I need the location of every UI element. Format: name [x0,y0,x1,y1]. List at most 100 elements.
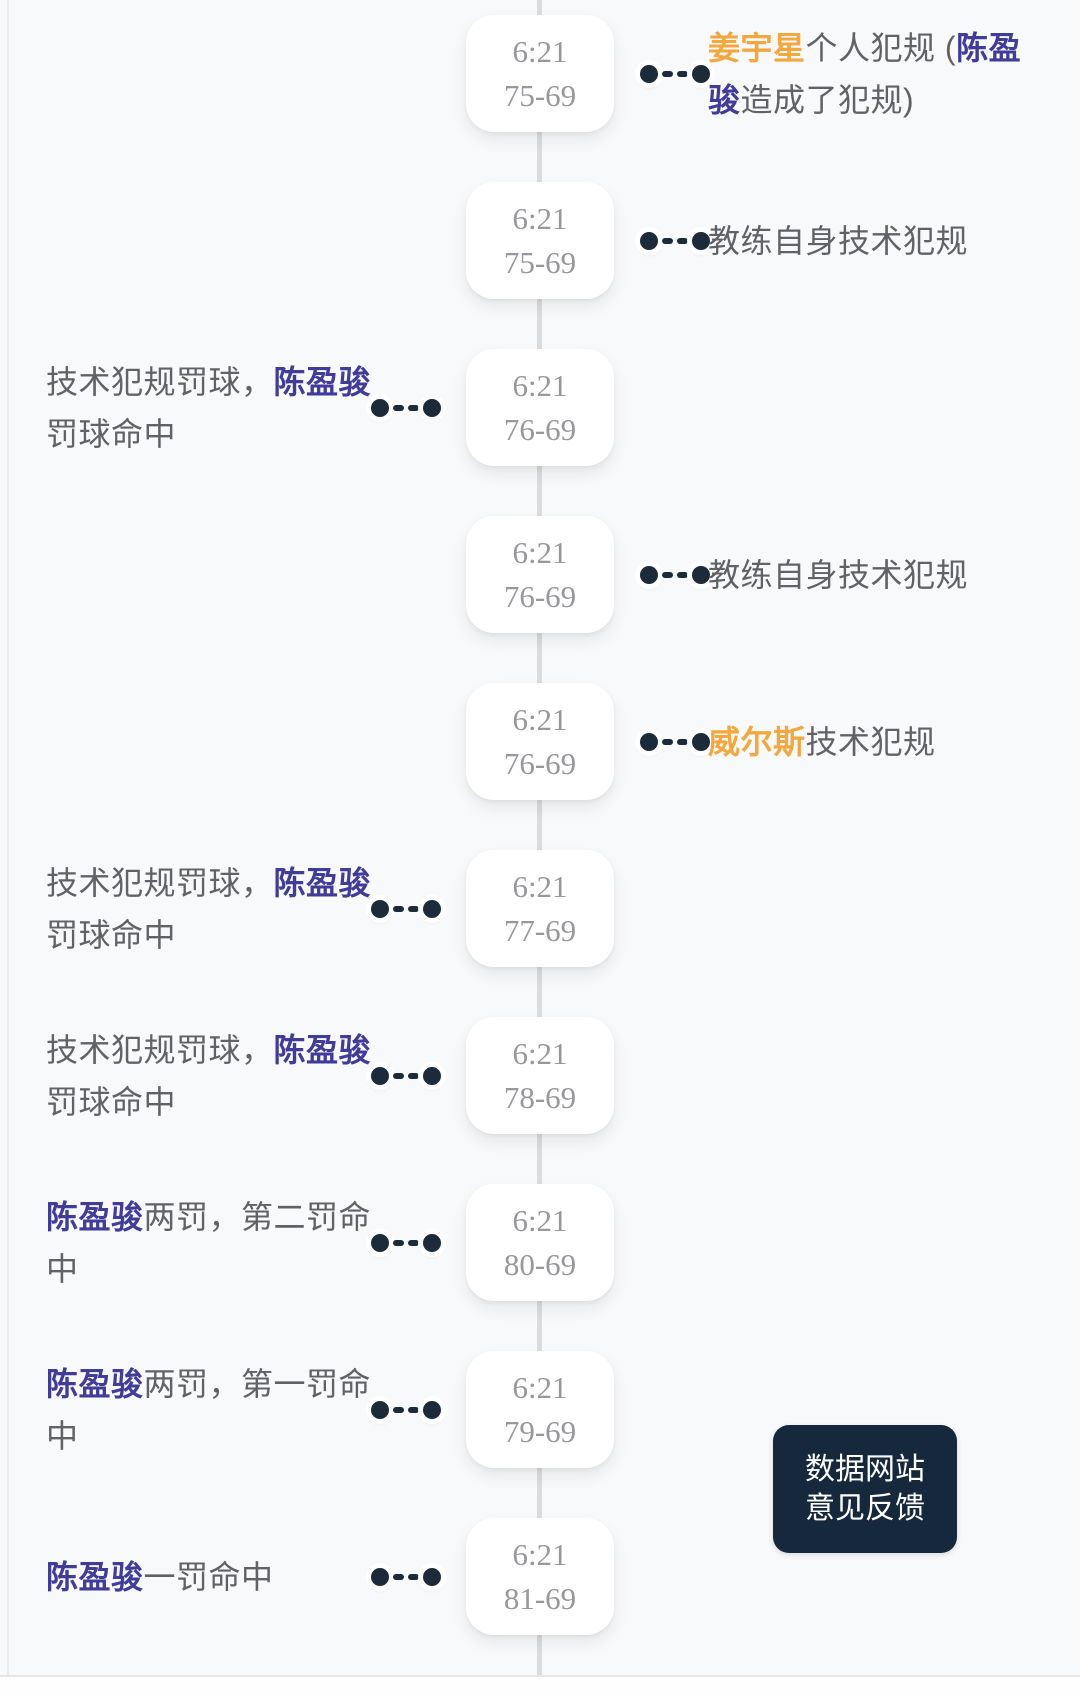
event-score: 81-69 [503,1580,577,1616]
dot-icon [640,231,658,250]
feedback-widget[interactable]: 数据网站 意见反馈 [773,1425,957,1553]
event-description: 教练自身技术犯规 [708,549,1028,601]
dash-icon [408,905,419,912]
event-time: 6:21 [512,33,568,69]
dot-icon [640,565,658,584]
player-name: 陈盈骏 [46,1198,144,1235]
time-score-card: 6:21 77-69 [466,850,614,967]
dot-icon [371,1066,389,1085]
player-name: 陈盈骏 [708,29,1022,118]
dot-icon [692,565,710,584]
dash-icon [393,1072,404,1079]
connector-dots [371,398,441,417]
connector-dots [640,565,710,584]
dash-icon [393,1573,404,1580]
event-text-segment: 两罚，第一罚命中 [46,1365,372,1454]
time-score-card: 6:21 80-69 [466,1184,614,1301]
event-score: 75-69 [503,77,577,113]
timeline-event: 陈盈骏一罚命中 6:21 81-69 [0,1518,1080,1635]
event-time: 6:21 [512,200,568,236]
event-description: 姜宇星个人犯规 (陈盈骏造成了犯规) [708,22,1028,126]
dot-icon [640,64,658,83]
event-text-segment: 技术犯规罚球， [46,864,274,901]
dash-icon [393,905,404,912]
dot-icon [371,398,389,417]
dash-icon [677,70,688,77]
event-time: 6:21 [512,534,568,570]
dash-icon [393,404,404,411]
dot-icon [423,1400,441,1419]
player-name: 陈盈骏 [273,864,372,901]
timeline-event: 6:21 75-69 姜宇星个人犯规 (陈盈骏造成了犯规) [0,15,1080,132]
event-text-segment: 教练自身技术犯规 [708,222,969,259]
timeline-event: 技术犯规罚球，陈盈骏罚球命中 6:21 76-69 [0,349,1080,466]
connector-dots [371,899,441,918]
timeline-event: 6:21 75-69 教练自身技术犯规 [0,182,1080,299]
event-description: 陈盈骏两罚，第一罚命中 [46,1358,378,1462]
bottom-strip [0,1677,1080,1694]
event-text-segment: 两罚，第二罚命中 [46,1198,372,1287]
event-score: 75-69 [503,244,577,280]
player-name: 陈盈骏 [46,1365,144,1402]
time-score-card: 6:21 79-69 [466,1351,614,1468]
event-time: 6:21 [512,1369,568,1405]
connector-dots [640,732,710,751]
connector-dots [371,1233,441,1252]
bottom-divider [0,1675,1080,1677]
player-name: 陈盈骏 [273,1031,372,1068]
data-website-link[interactable]: 数据网站 [805,1452,925,1486]
dash-icon [662,738,673,745]
dash-icon [408,1406,419,1413]
feedback-link[interactable]: 意见反馈 [805,1491,925,1525]
connector-dots [371,1066,441,1085]
event-time: 6:21 [512,367,568,403]
dot-icon [423,398,441,417]
event-score: 77-69 [503,912,577,948]
event-description: 技术犯规罚球，陈盈骏罚球命中 [46,356,378,460]
event-text-segment: 造成了犯规) [740,81,915,118]
timeline-event: 6:21 76-69 教练自身技术犯规 [0,516,1080,633]
event-description: 陈盈骏一罚命中 [46,1551,378,1603]
event-time: 6:21 [512,1035,568,1071]
event-score: 78-69 [503,1079,577,1115]
dash-icon [662,70,673,77]
time-score-card: 6:21 75-69 [466,182,614,299]
dot-icon [423,899,441,918]
event-description: 教练自身技术犯规 [708,215,1028,267]
dash-icon [408,404,419,411]
event-text-segment: 罚球命中 [46,916,177,953]
dash-icon [408,1072,419,1079]
dot-icon [423,1066,441,1085]
timeline-event: 6:21 76-69 威尔斯技术犯规 [0,683,1080,800]
player-name: 陈盈骏 [273,363,372,400]
dash-icon [408,1573,419,1580]
event-text-segment: 教练自身技术犯规 [708,556,969,593]
timeline-event: 陈盈骏两罚，第一罚命中 6:21 79-69 [0,1351,1080,1468]
dash-icon [677,571,688,578]
timeline-line [537,0,542,1677]
event-time: 6:21 [512,1202,568,1238]
dot-icon [692,732,710,751]
event-time: 6:21 [512,1536,568,1572]
event-time: 6:21 [512,701,568,737]
time-score-card: 6:21 78-69 [466,1017,614,1134]
dash-icon [662,571,673,578]
connector-dots [371,1567,441,1586]
time-score-card: 6:21 81-69 [466,1518,614,1635]
time-score-card: 6:21 76-69 [466,349,614,466]
dot-icon [371,899,389,918]
event-description: 技术犯规罚球，陈盈骏罚球命中 [46,857,378,961]
connector-dots [371,1400,441,1419]
dash-icon [677,738,688,745]
dot-icon [640,732,658,751]
dot-icon [371,1400,389,1419]
event-text-segment: 个人犯规 ( [805,29,957,66]
event-text-segment: 罚球命中 [46,415,177,452]
event-time: 6:21 [512,868,568,904]
connector-dots [640,231,710,250]
event-score: 79-69 [503,1413,577,1449]
player-name: 陈盈骏 [46,1558,144,1595]
event-text-segment: 技术犯规罚球， [46,363,274,400]
timeline-event: 技术犯规罚球，陈盈骏罚球命中 6:21 78-69 [0,1017,1080,1134]
